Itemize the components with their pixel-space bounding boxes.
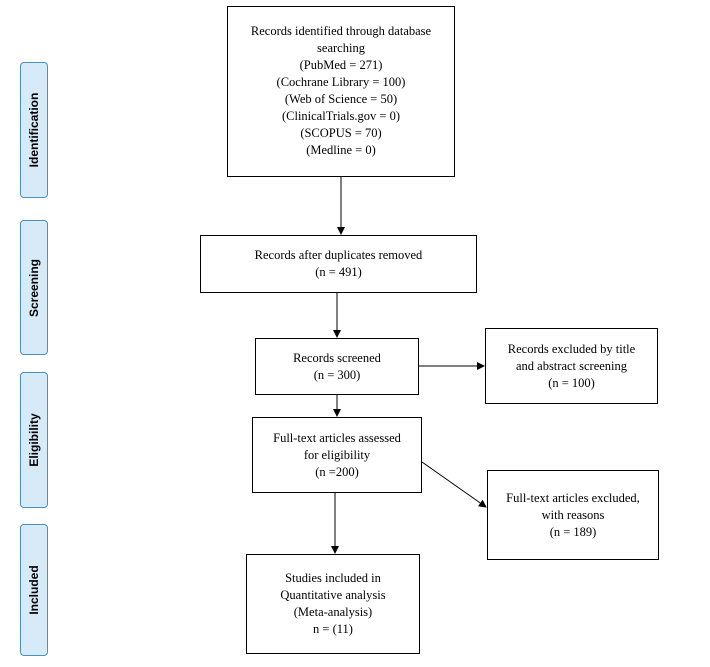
fulltext-assessed-box: Full-text articles assessed for eligibil…: [252, 417, 422, 493]
arrow-fulltext-to-excluded: [421, 461, 487, 508]
duplicates-removed-box: Records after duplicates removed (n = 49…: [200, 235, 477, 293]
box-line: (n =200): [315, 464, 359, 479]
box-line: Records identified through database: [250, 24, 432, 38]
box-line: Records after duplicates removed: [254, 248, 423, 262]
box-line: (Web of Science = 50): [284, 92, 398, 106]
phase-identification: Identification: [20, 62, 48, 198]
studies-included-box: Studies included in Quantitative analysi…: [246, 554, 420, 654]
phase-included: Included: [20, 524, 48, 656]
box-line: (n = 300): [313, 367, 361, 382]
box-line: with reasons: [541, 507, 605, 522]
box-line: for eligibility: [303, 447, 371, 462]
box-line: (n = 100): [548, 375, 595, 390]
phase-screening: Screening: [20, 220, 48, 355]
fulltext-excluded-box: Full-text articles excluded, with reason…: [487, 470, 659, 560]
box-line: (Meta-analysis): [293, 605, 373, 619]
box-line: (PubMed = 271): [299, 58, 383, 72]
box-line: Full-text articles assessed: [273, 430, 401, 445]
box-line: Records excluded by title: [507, 341, 636, 356]
box-line: and abstract screening: [515, 358, 628, 373]
box-line: (n = 491): [315, 265, 362, 279]
records-screened-box: Records screened (n = 300): [255, 338, 419, 395]
box-line: Full-text articles excluded,: [506, 490, 640, 505]
box-line: Quantitative analysis: [280, 588, 386, 602]
records-identified-box: Records identified through database sear…: [227, 6, 455, 177]
box-line: n = (11): [313, 622, 353, 636]
box-line: Records screened: [293, 350, 381, 365]
box-line: (n = 189): [549, 524, 597, 539]
phase-eligibility: Eligibility: [20, 372, 48, 508]
box-line: Studies included in: [285, 571, 381, 585]
box-line: (Cochrane Library = 100): [276, 75, 406, 89]
box-line: (SCOPUS = 70): [300, 126, 382, 140]
box-line: (ClinicalTrials.gov = 0): [281, 109, 401, 123]
box-line: searching: [317, 41, 365, 55]
excluded-screening-box: Records excluded by title and abstract s…: [485, 328, 658, 404]
box-line: (Medline = 0): [306, 143, 376, 157]
